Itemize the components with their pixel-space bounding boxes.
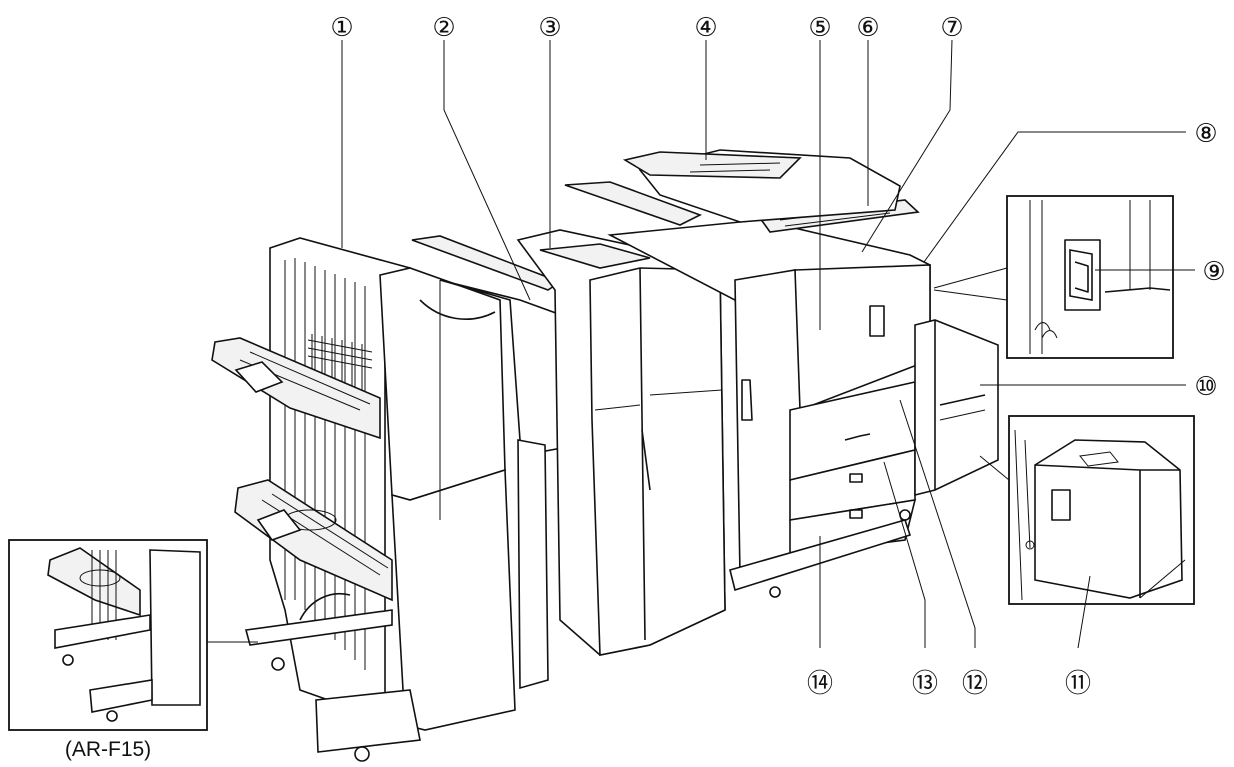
- callout-5: ⑤: [808, 13, 831, 43]
- relay-unit-illustration: [516, 229, 726, 656]
- callout-11: ⑪: [1065, 669, 1091, 699]
- callout-8: ⑧: [1194, 119, 1217, 149]
- callout-2: ②: [432, 13, 455, 43]
- callout-10: ⑩: [1194, 372, 1217, 402]
- power-switch-inset: [1006, 195, 1174, 359]
- callout-labels: ① ② ③ ④ ⑤ ⑥ ⑦ ⑧ ⑨ ⑩ ⑪ ⑫ ⑬ ⑭ (AR-F15): [65, 13, 1226, 761]
- ar-f15-inset: [8, 539, 208, 731]
- lct-detail-inset: [1008, 415, 1195, 605]
- saddle-unit-illustration: [411, 235, 579, 690]
- callout-7: ⑦: [940, 13, 963, 43]
- callout-4: ④: [694, 13, 717, 43]
- callout-3: ③: [538, 13, 561, 43]
- finisher-illustration: [211, 237, 516, 762]
- callout-12: ⑫: [962, 669, 988, 699]
- callout-6: ⑥: [856, 13, 879, 43]
- leader-lines: [207, 39, 1195, 649]
- callout-13: ⑬: [912, 669, 938, 699]
- callout-14: ⑭: [807, 669, 833, 699]
- inset-caption-ar-f15: (AR-F15): [65, 738, 151, 761]
- callout-1: ①: [330, 13, 353, 43]
- callout-9: ⑨: [1202, 257, 1225, 287]
- large-capacity-tray-illustration: [914, 319, 999, 497]
- copier-body-illustration: [564, 149, 931, 598]
